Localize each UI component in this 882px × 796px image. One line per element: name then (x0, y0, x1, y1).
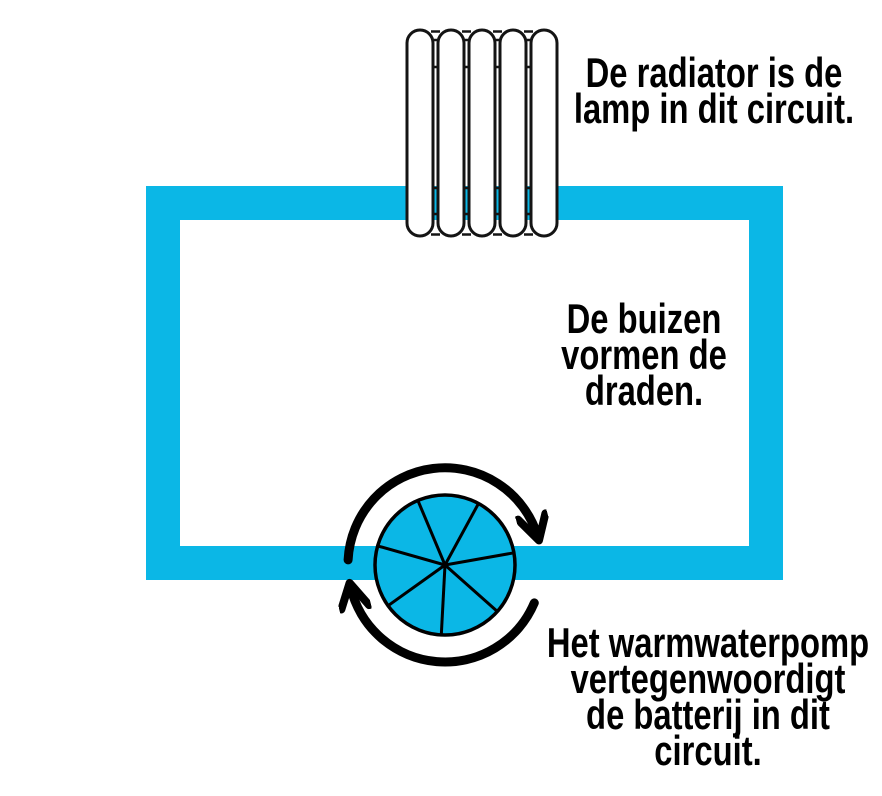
rotation-arrow-top (343, 463, 538, 565)
label-line: Het warmwaterpomp (546, 619, 870, 666)
rotation-arrow-bottom (351, 587, 539, 667)
label-line: draden. (584, 367, 704, 414)
pump-impeller-icon (373, 493, 517, 637)
label-line: circuit. (654, 727, 762, 774)
rotation-arrows-icon (343, 463, 539, 667)
label-line: De buizen (566, 295, 722, 342)
pipes-label: De buizen vormen de draden. (561, 295, 727, 414)
label-line: lamp in dit circuit. (573, 85, 855, 132)
radiator-icon (405, 28, 559, 238)
pump-label: Het warmwaterpomp vertegenwoordigt de ba… (546, 619, 870, 774)
label-line: vertegenwoordigt (570, 655, 846, 702)
label-line: De radiator is de (585, 49, 843, 96)
label-line: vormen de (561, 331, 727, 378)
label-line: de batterij in dit (586, 691, 830, 738)
radiator-label: De radiator is de lamp in dit circuit. (573, 49, 855, 132)
